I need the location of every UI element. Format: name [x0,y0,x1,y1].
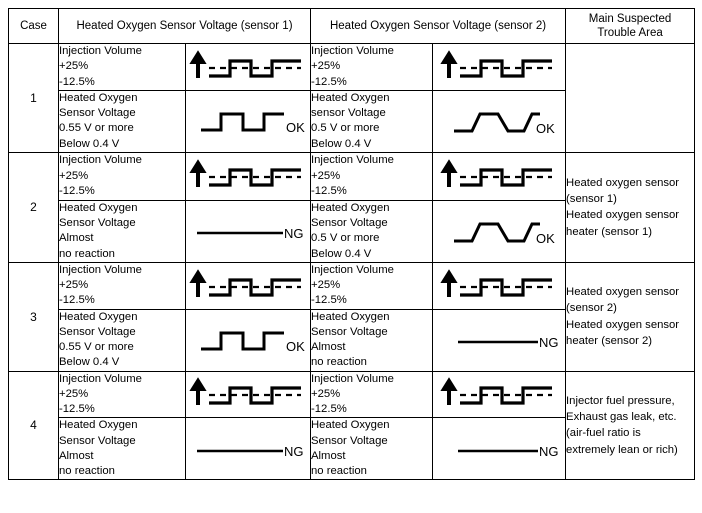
svg-text:OK: OK [536,121,555,136]
sensor2-injection-waveform [432,151,567,201]
table-row: 2 Injection Volume +25% -12.5% Injection… [8,151,696,263]
trouble-area [565,43,696,153]
table-header-row: Case Heated Oxygen Sensor Voltage (senso… [8,8,696,44]
sensor2-voltage-waveform: NG [432,417,567,481]
sensor2-voltage-label: Heated Oxygen Sensor Voltage 0.5 V or mo… [310,199,434,263]
svg-text:NG: NG [284,226,304,241]
svg-text:OK: OK [286,120,305,135]
table-row: 3 Injection Volume +25% -12.5% Injection… [8,261,696,372]
sensor2-injection-label: Injection Volume +25% -12.5% [310,43,434,91]
sensor2-voltage-label: Heated Oxygen Sensor Voltage Almost no r… [310,417,434,481]
sensor2-voltage-waveform: NG [432,308,567,372]
sensor2-injection-waveform [432,43,567,91]
sensor1-voltage-label: Heated Oxygen Sensor Voltage 0.55 V or m… [58,308,186,372]
sensor2-injection-label: Injection Volume +25% -12.5% [310,370,434,419]
table-row: Heated Oxygen Sensor Voltage 0.55 V or m… [9,308,695,372]
sensor1-voltage-waveform: OK [184,308,312,372]
sensor1-injection-waveform [184,151,312,201]
case-number: 3 [8,261,59,372]
table-row: Heated Oxygen Sensor Voltage Almost no r… [9,199,695,263]
sensor1-voltage-label: Heated Oxygen Sensor Voltage Almost no r… [58,417,186,481]
header-sensor-2: Heated Oxygen Sensor Voltage (sensor 2) [310,8,567,44]
sensor1-voltage-waveform: NG [184,199,312,263]
case-number: 2 [8,151,59,263]
diagnostic-table-sheet: Case Heated Oxygen Sensor Voltage (senso… [8,8,696,505]
sensor2-voltage-label: Heated Oxygen sensor Voltage 0.5 V or mo… [310,89,434,153]
sensor1-voltage-label: Heated Oxygen Sensor Voltage Almost no r… [58,199,186,263]
svg-text:OK: OK [286,339,305,354]
case-number: 1 [8,43,59,153]
svg-text:NG: NG [539,335,558,350]
sensor2-voltage-waveform: OK [432,199,567,263]
trouble-area: Heated oxygen sensor (sensor 1) Heated o… [565,151,696,263]
table-row: Heated Oxygen Sensor Voltage 0.55 V or m… [9,89,695,153]
header-case: Case [8,8,59,44]
sensor2-injection-waveform [432,261,567,310]
header-sensor-1: Heated Oxygen Sensor Voltage (sensor 1) [57,8,312,44]
sensor2-injection-waveform [432,370,567,419]
sensor1-injection-label: Injection Volume +25% -12.5% [58,261,186,310]
table-row: 4 Injection Volume +25% -12.5% Injection… [8,370,696,481]
svg-text:NG: NG [539,444,558,459]
trouble-area: Injector fuel pressure, Exhaust gas leak… [565,370,696,481]
sensor1-voltage-label: Heated Oxygen Sensor Voltage 0.55 V or m… [58,89,186,153]
svg-text:NG: NG [284,444,304,459]
sensor1-injection-waveform [184,43,312,91]
sensor1-injection-waveform [184,370,312,419]
sensor1-voltage-waveform: NG [184,417,312,481]
header-trouble-area: Main Suspected Trouble Area [565,8,696,44]
sensor2-voltage-label: Heated Oxygen Sensor Voltage Almost no r… [310,308,434,372]
sensor1-voltage-waveform: OK [184,89,312,153]
sensor1-injection-label: Injection Volume +25% -12.5% [58,370,186,419]
sensor1-injection-waveform [184,261,312,310]
sensor2-injection-label: Injection Volume +25% -12.5% [310,151,434,201]
case-number: 4 [8,370,59,481]
trouble-area: Heated oxygen sensor (sensor 2) Heated o… [565,261,696,372]
table-row: 1 Injection Volume +25% -12.5% Injection… [8,43,696,153]
sensor2-injection-label: Injection Volume +25% -12.5% [310,261,434,310]
svg-text:OK: OK [536,231,555,246]
sensor2-voltage-waveform: OK [432,89,567,153]
sensor1-injection-label: Injection Volume +25% -12.5% [58,43,186,91]
sensor1-injection-label: Injection Volume +25% -12.5% [58,151,186,201]
heated-oxygen-sensor-diagnosis-table: Case Heated Oxygen Sensor Voltage (senso… [8,8,696,481]
table-row: Heated Oxygen Sensor Voltage Almost no r… [9,417,695,481]
